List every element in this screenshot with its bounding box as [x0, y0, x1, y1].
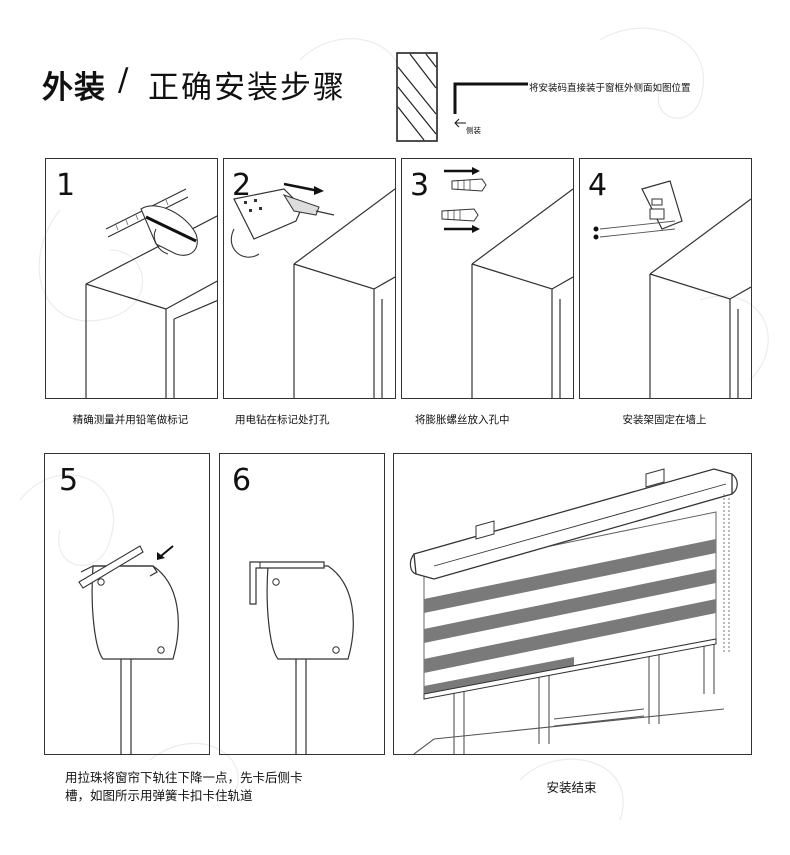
- step-2-caption: 用电钻在标记处打孔: [235, 414, 330, 426]
- step-3-panel: 3: [401, 158, 574, 399]
- step-3-caption: 将膨胀螺丝放入孔中: [415, 414, 510, 426]
- final-caption: 安装结束: [546, 780, 597, 795]
- final-panel: [393, 453, 752, 755]
- page-title: 外装: [42, 70, 106, 106]
- step-6-illustration: [249, 561, 354, 754]
- step-5-6-caption-line-2: 槽，如图所示用弹簧卡扣卡住轨道: [65, 788, 253, 803]
- legend-text: 将安装码直接装于窗框外侧面如图位置: [529, 83, 691, 94]
- step-1-illustration: [85, 188, 217, 398]
- step-6-panel: 6: [219, 453, 385, 755]
- mounting-bracket-hatch-icon: [396, 52, 438, 142]
- step-4-caption: 安装架固定在墙上: [622, 414, 707, 426]
- side-mount-label: 侧装: [466, 126, 481, 135]
- final-blind-illustration: [409, 468, 738, 754]
- step-6-number: 6: [232, 463, 252, 498]
- step-3-number: 3: [410, 168, 430, 203]
- step-5-number: 5: [59, 463, 79, 498]
- step-3-illustration: [441, 167, 573, 398]
- title-separator: /: [118, 62, 129, 98]
- step-5-panel: 5: [44, 453, 210, 755]
- step-5-6-caption-line-1: 用拉珠将窗帘下轨往下降一点，先卡后侧卡: [65, 770, 303, 785]
- step-1-panel: 1: [45, 158, 218, 399]
- page-subtitle: 正确安装步骤: [148, 70, 346, 106]
- step-4-panel: 4: [579, 158, 752, 399]
- step-1-caption: 精确测量并用铅笔做标记: [72, 414, 189, 426]
- step-2-panel: 2: [223, 158, 396, 399]
- side-arrow-icon: [454, 118, 466, 128]
- step-5-illustration: [78, 545, 179, 754]
- step-4-illustration: [593, 180, 751, 398]
- step-1-number: 1: [56, 168, 76, 203]
- bracket-position-indicator-icon: [453, 82, 528, 114]
- step-2-illustration: [230, 182, 395, 398]
- step-4-number: 4: [588, 168, 608, 203]
- step-2-number: 2: [232, 168, 252, 203]
